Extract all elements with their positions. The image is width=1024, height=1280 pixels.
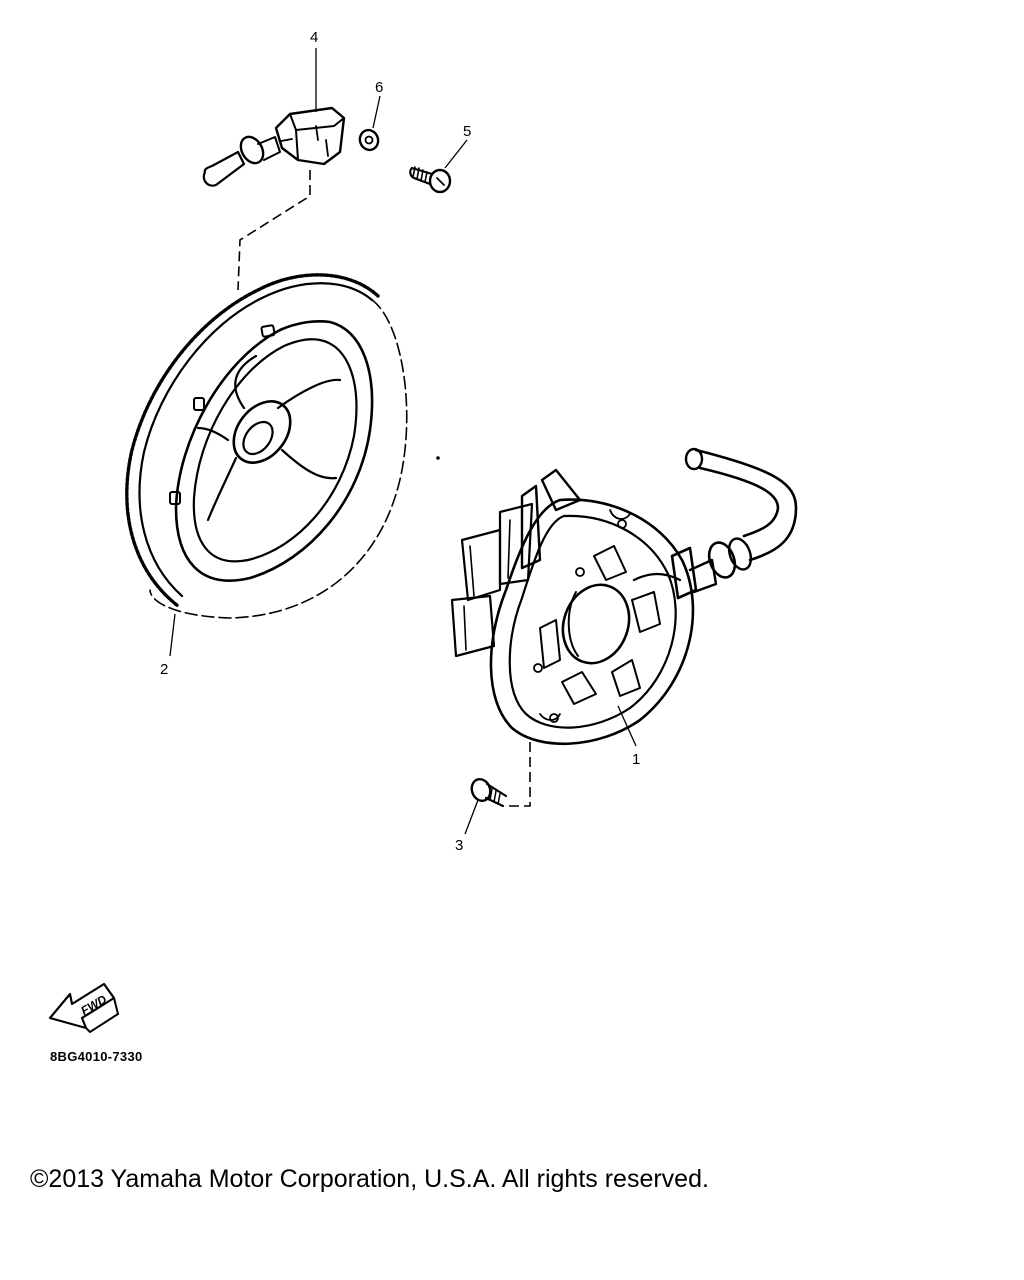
stray-dot <box>436 456 440 460</box>
callout-2: 2 <box>160 661 168 678</box>
callout-4: 4 <box>310 29 318 46</box>
part-5-bolt <box>409 139 468 194</box>
part-4-pickup-coil <box>202 48 346 291</box>
copyright-notice: ©2013 Yamaha Motor Corporation, U.S.A. A… <box>30 1165 709 1193</box>
part-1-stator <box>450 447 798 807</box>
fwd-arrow-icon: FWD <box>48 982 120 1034</box>
part-2-flywheel <box>125 273 408 657</box>
part-3-screw <box>464 778 508 835</box>
callout-1: 1 <box>632 751 640 768</box>
diagram-code: 8BG4010-7330 <box>50 1049 143 1064</box>
callout-6: 6 <box>375 79 383 96</box>
callout-3: 3 <box>455 837 463 854</box>
callout-5: 5 <box>463 123 471 140</box>
part-6-washer <box>358 95 381 152</box>
